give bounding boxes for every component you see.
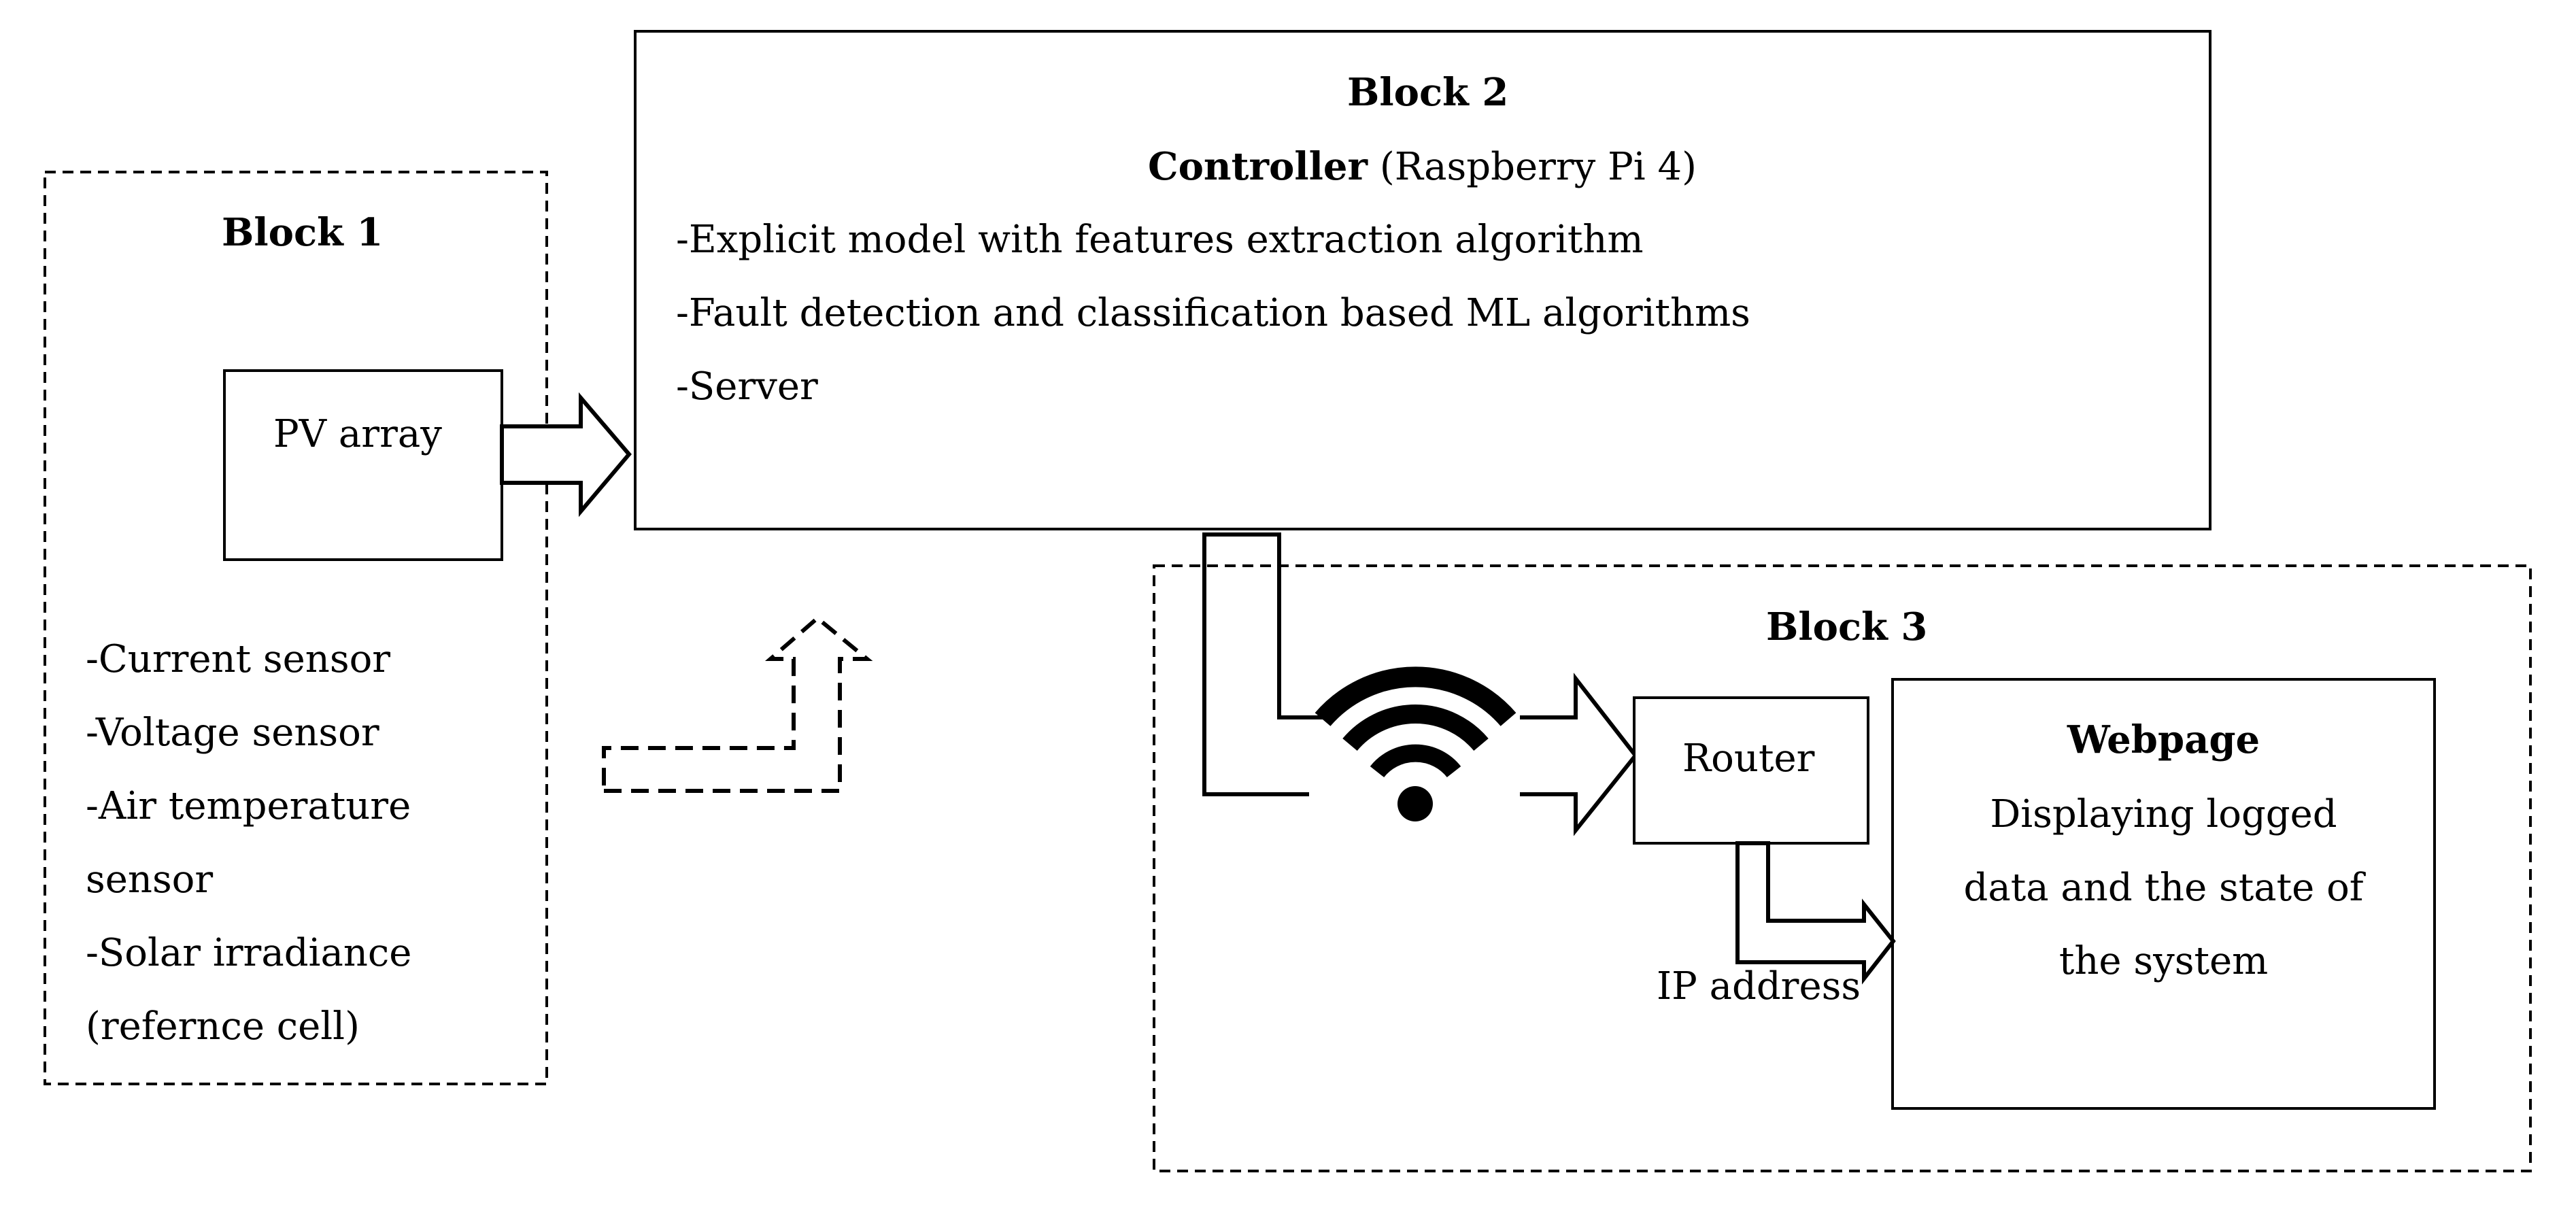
controller-heading: Controller (Raspberry Pi 4) xyxy=(1148,148,1697,186)
sensor-line-1: -Current sensor xyxy=(86,637,391,681)
wifi-icon xyxy=(1315,666,1516,821)
sensor-line-2: -Voltage sensor xyxy=(86,711,379,755)
block2-controller-box xyxy=(634,30,2211,530)
sensor-line-4: sensor xyxy=(86,858,214,902)
pv-to-controller-arrow xyxy=(500,392,632,517)
controller-item-3: -Server xyxy=(676,364,818,409)
controller-item-1: -Explicit model with features extraction… xyxy=(676,218,1644,262)
webpage-line-3: the system xyxy=(2058,939,2269,983)
block1-dashed-container xyxy=(44,171,548,1085)
webpage-line-2: data and the state of xyxy=(1963,866,2364,910)
sensors-to-controller-dashed-arrow xyxy=(602,615,873,793)
sensor-line-3: -Air temperature xyxy=(86,784,411,828)
controller-item-2: -Fault detection and classification base… xyxy=(676,291,1750,335)
pv-array-label: PV array xyxy=(273,412,442,456)
router-to-webpage-arrow xyxy=(1735,841,1896,985)
ip-address-label: IP address xyxy=(1657,964,1861,1008)
controller-model: (Raspberry Pi 4) xyxy=(1379,145,1697,189)
block2-title: Block 2 xyxy=(1347,70,1509,115)
sensor-line-6: (refernce cell) xyxy=(86,1004,360,1049)
block1-title: Block 1 xyxy=(222,210,384,255)
sensor-line-5: -Solar irradiance xyxy=(86,931,412,975)
controller-to-wifi-connector xyxy=(1202,532,1323,796)
router-label: Router xyxy=(1682,736,1815,781)
block3-title: Block 3 xyxy=(1766,605,1928,649)
router-box xyxy=(1633,696,1869,845)
webpage-title: Webpage xyxy=(2067,717,2260,762)
webpage-box xyxy=(1891,678,2436,1110)
wifi-to-router-arrow xyxy=(1520,673,1638,836)
webpage-line-1: Displaying logged xyxy=(1990,792,2337,836)
block3-dashed-container xyxy=(1153,564,2532,1172)
pv-array-box xyxy=(223,369,503,561)
controller-label: Controller xyxy=(1148,144,1368,189)
